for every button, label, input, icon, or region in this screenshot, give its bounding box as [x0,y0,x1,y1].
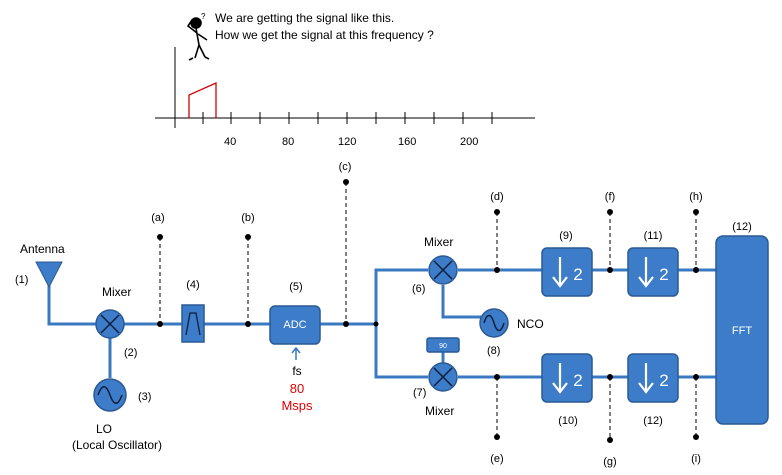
lo-full-label: (Local Oscillator) [72,438,162,452]
signal-wires [47,268,716,379]
note-line-2: How we get the signal at this frequency … [215,28,434,42]
minor-ticks [202,112,493,124]
decimator-11 [627,247,679,297]
probe-g-label: (g) [603,456,616,468]
probe-f [607,209,613,273]
label-10: (10) [558,415,578,427]
probe-e-label: (e) [490,453,503,465]
phase-shift-block [426,337,460,353]
probe-h [693,209,699,273]
label-11: (11) [644,230,663,242]
lo-label: LO [96,422,112,436]
junction-dots [373,321,379,327]
fft-label: FFT [732,325,752,337]
nco [479,308,509,338]
label-12-bottom: (12) [643,415,663,427]
label-4: (4) [186,279,199,291]
antenna-icon [35,261,63,289]
nco-label: NCO [517,317,544,331]
thinking-person-icon: ? [186,12,210,61]
phase-shift-label: 90 [439,343,447,350]
svg-text:?: ? [201,12,206,21]
probe-i [693,374,699,440]
decimator-12-factor: 2 [659,371,668,390]
probe-a-label: (a) [151,212,164,224]
label-8: (8) [487,345,500,357]
probe-f-label: (f) [605,191,615,203]
label-1: (1) [15,274,28,286]
label-12-top: (12) [732,221,752,233]
tick-label-80: 80 [282,136,294,148]
fs-unit: Msps [281,398,313,413]
note-line-1: We are getting the signal like this. [215,11,394,25]
decimator-9-factor: 2 [573,265,582,284]
adc-block [269,305,321,345]
probe-c-label: (c) [339,161,352,173]
adc-label: ADC [283,319,306,331]
fs-value: 80 [290,381,304,396]
mixer-top [428,255,458,285]
signal-spectrum-shape [188,81,217,118]
label-3: (3) [138,391,151,403]
fs-arrow [291,346,301,360]
probe-h-label: (h) [689,191,702,203]
label-7: (7) [413,387,426,399]
probe-i-label: (i) [691,453,701,465]
probe-d-label: (d) [490,191,503,203]
tick-label-120: 120 [338,136,356,148]
label-5: (5) [289,281,302,293]
mixer-bottom-label: Mixer [425,404,454,418]
tick-label-40: 40 [224,136,236,148]
antenna-label: Antenna [20,242,65,256]
spectrum-plot: 40 80 120 160 200 [155,47,535,148]
label-9: (9) [559,230,572,242]
probe-b-label: (b) [241,212,254,224]
decimator-11-factor: 2 [659,265,668,284]
probe-g [607,374,613,443]
fs-label: fs [292,364,301,378]
decimator-10-factor: 2 [573,371,582,390]
local-oscillator [93,378,127,412]
probe-c [343,179,349,327]
fft-block [715,235,769,425]
mixer-1-label: Mixer [102,285,131,299]
label-2: (2) [124,347,137,359]
bandpass-filter [181,304,205,343]
decimator-12 [627,353,679,403]
decimator-10 [541,353,593,403]
mixer-1 [95,309,125,339]
probe-d [494,209,500,273]
tick-label-160: 160 [398,136,416,148]
tick-label-200: 200 [460,136,478,148]
decimator-9 [541,247,593,297]
mixer-top-label: Mixer [424,235,453,249]
mixer-bottom [428,362,458,392]
probe-e [494,374,500,440]
probe-a [157,234,163,327]
probe-b [245,234,251,327]
label-6: (6) [412,283,425,295]
